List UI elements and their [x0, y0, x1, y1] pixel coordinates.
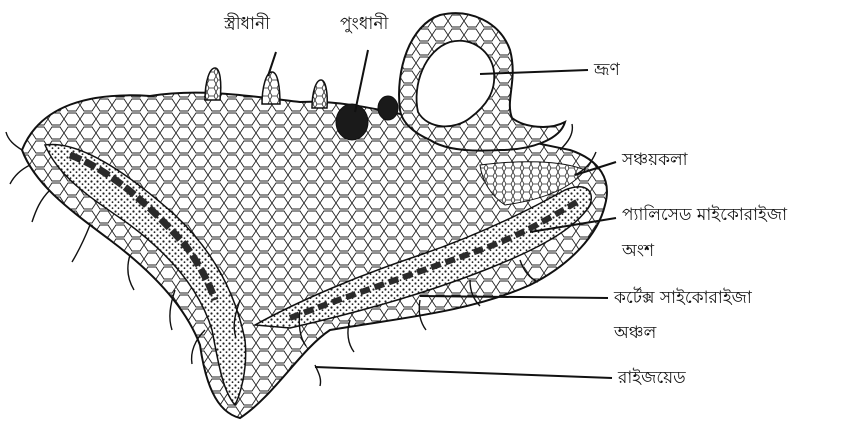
label-rhizoid: রাইজয়েড — [618, 370, 686, 387]
archegonium-3 — [312, 80, 327, 108]
label-archegonia: স্ত্রীধানী — [224, 16, 270, 33]
archegonium-1 — [205, 68, 221, 100]
label-cortex-mycorrhiza-line2: অঞ্চল — [614, 325, 656, 342]
archegonium-2 — [262, 72, 280, 104]
label-palisade-mycorrhiza-line2: অংশ — [622, 243, 654, 260]
antheridium-2 — [378, 96, 398, 120]
label-palisade-mycorrhiza: প্যালিসেড মাইকোরাইজা — [622, 207, 787, 224]
label-storage-tissue: সঞ্চয়কলা — [622, 152, 688, 169]
label-cortex-mycorrhiza: কর্টেক্স সাইকোরাইজা — [614, 290, 752, 307]
antheridium-1 — [336, 104, 368, 140]
label-embryo: ভ্রূণ — [594, 62, 620, 79]
label-antheridia: পুংধানী — [340, 16, 388, 33]
